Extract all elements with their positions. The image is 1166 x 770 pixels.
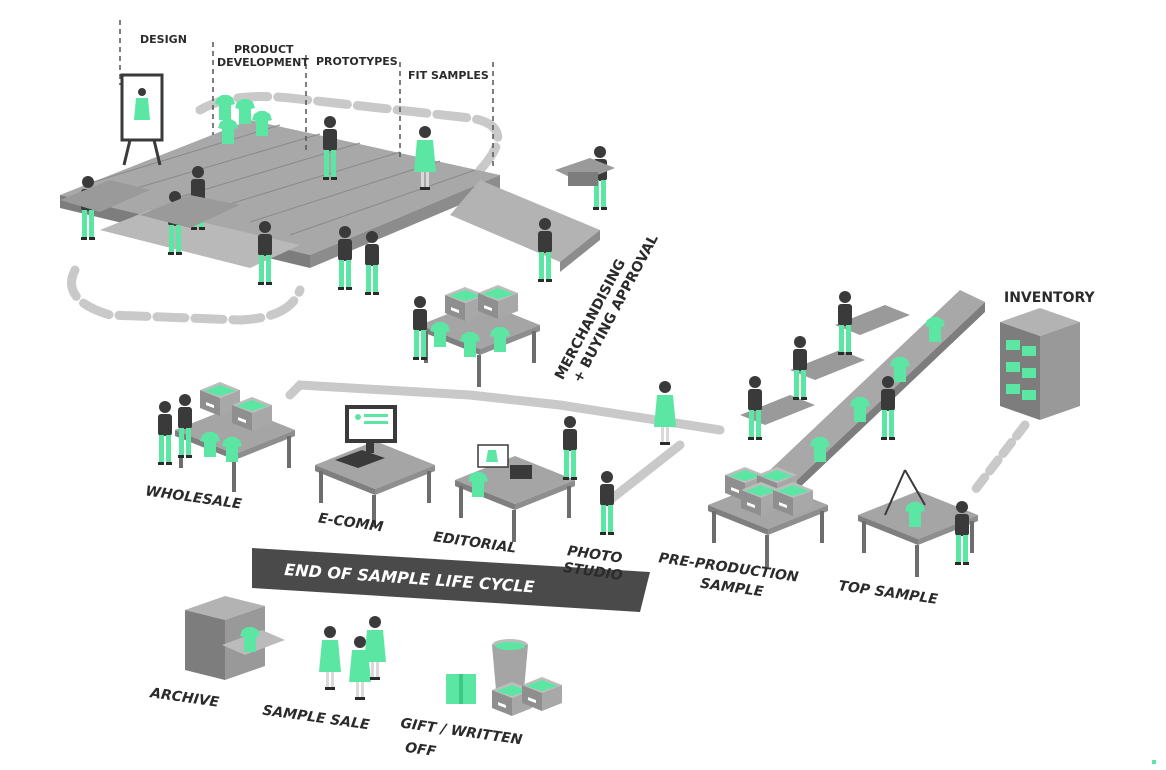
- stage-product-dev-line1: PRODUCT: [234, 43, 294, 56]
- editorial-station: [455, 444, 575, 542]
- stage-product-dev-line2: DEVELOPMENT: [217, 56, 309, 69]
- top-sample-station: [858, 469, 978, 577]
- archive-cabinet: [185, 596, 285, 680]
- end-of-life-banner: [252, 548, 650, 612]
- stage-inventory: INVENTORY: [1004, 290, 1095, 306]
- design-desks: [60, 158, 615, 228]
- pre-production-line: [708, 290, 985, 567]
- stage-prototypes: PROTOTYPES: [316, 55, 398, 68]
- gift-written-off-group: [446, 639, 562, 716]
- stage-dividers: [119, 20, 494, 170]
- design-easel: [120, 73, 164, 166]
- inventory-cabinet: [1000, 308, 1080, 420]
- sample-sale-group: [319, 616, 386, 700]
- wholesale-station: [158, 382, 295, 492]
- stage-fit-samples: FIT SAMPLES: [408, 69, 489, 82]
- ecomm-station: [315, 405, 435, 527]
- stage-design: DESIGN: [140, 33, 187, 46]
- merchandising-table: [413, 285, 540, 387]
